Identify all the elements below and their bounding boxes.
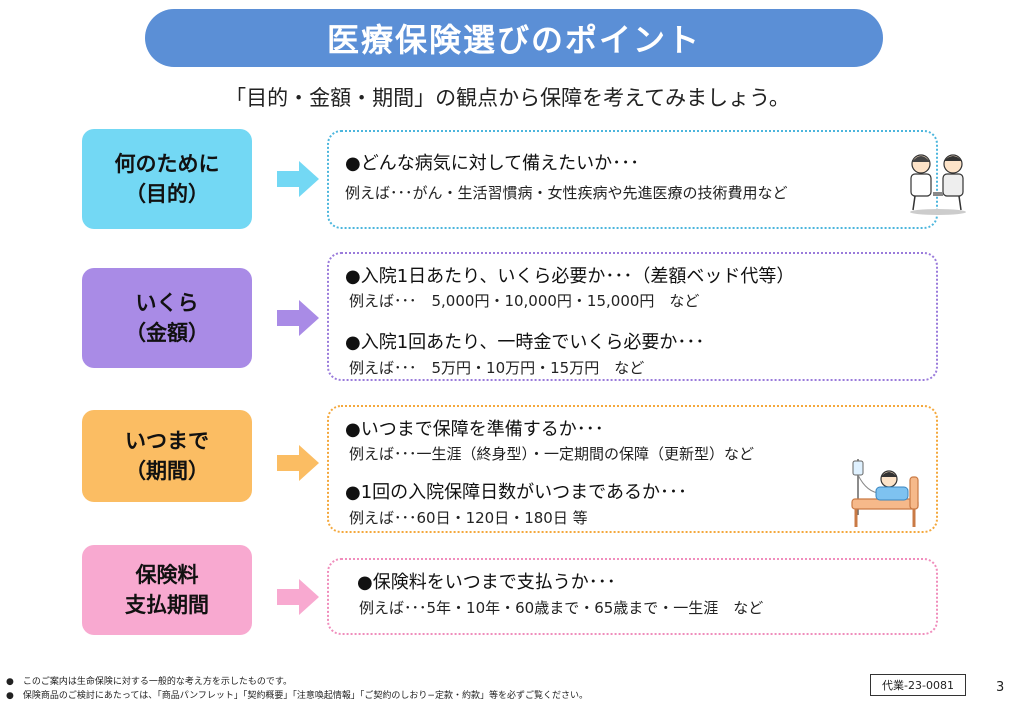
question-text: ●保険料をいつまで支払うか･･･ [357,572,616,593]
question-text: ●どんな病気に対して備えたいか･･･ [345,153,640,174]
hospital-bed-patient-illustration-icon [851,459,919,527]
footnote: ● 保険商品のご検討にあたっては、「商品パンフレット」「契約概要」「注意喚起情報… [6,691,588,701]
category-purpose: 何のために （目的） [82,129,252,229]
question-text: ●1回の入院保障日数がいつまであるか･･･ [345,482,687,503]
category-payment-period: 保険料 支払期間 [82,545,252,635]
page-title: 医療保険選びのポイント [326,21,701,59]
category-label-line1: いくら [135,290,199,315]
arrow-right-icon [277,300,319,336]
example-text: 例えば･･･5年・10年・60歳まで・65歳まで・一生涯 など [359,599,764,617]
footnote: ● このご案内は生命保険に対する一般的な考え方を示したものです。 [6,677,292,687]
question-text: ●入院1日あたり、いくら必要か･･･（差額ベッド代等） [345,266,795,287]
detail-box-amount: ●入院1日あたり、いくら必要か･･･（差額ベッド代等） 例えば･･･ 5,000… [327,252,938,381]
category-label-line2: 支払期間 [125,593,209,617]
category-label-line1: いつまで [125,428,209,453]
category-label-line1: 保険料 [135,562,199,587]
title-banner: 医療保険選びのポイント [145,9,883,67]
arrow-right-icon [277,445,319,481]
example-text: 例えば･･･60日・120日・180日 等 [349,509,588,527]
category-label-line2: （金額） [125,321,209,345]
category-label-line1: 何のために [114,151,220,176]
example-text: 例えば･･･一生涯（終身型）・一定期間の保障（更新型）など [349,445,755,463]
category-label-line2: （目的） [125,182,209,206]
doctor-patient-illustration-icon [910,154,966,215]
document-code: 代業-23-0081 [870,674,966,696]
example-text: 例えば･･･がん・生活習慣病・女性疾病や先進医療の技術費用など [345,184,788,202]
detail-box-period: ●いつまで保障を準備するか･･･ 例えば･･･一生涯（終身型）・一定期間の保障（… [327,405,938,533]
page-number: 3 [996,680,1005,695]
question-text: ●いつまで保障を準備するか･･･ [345,419,604,440]
category-period: いつまで （期間） [82,410,252,502]
page-subtitle: 「目的・金額・期間」の観点から保障を考えてみましょう。 [225,86,790,110]
category-label-line2: （期間） [125,459,209,483]
example-text: 例えば･･･ 5万円・10万円・15万円 など [349,359,645,377]
arrow-right-icon [277,579,319,615]
detail-box-payment-period: ●保険料をいつまで支払うか･･･ 例えば･･･5年・10年・60歳まで・65歳ま… [327,558,938,635]
example-text: 例えば･･･ 5,000円・10,000円・15,000円 など [349,292,700,310]
category-amount: いくら （金額） [82,268,252,368]
detail-box-purpose: ●どんな病気に対して備えたいか･･･ 例えば･･･がん・生活習慣病・女性疾病や先… [327,130,966,229]
arrow-right-icon [277,161,319,197]
question-text: ●入院1回あたり、一時金でいくら必要か･･･ [345,332,705,353]
